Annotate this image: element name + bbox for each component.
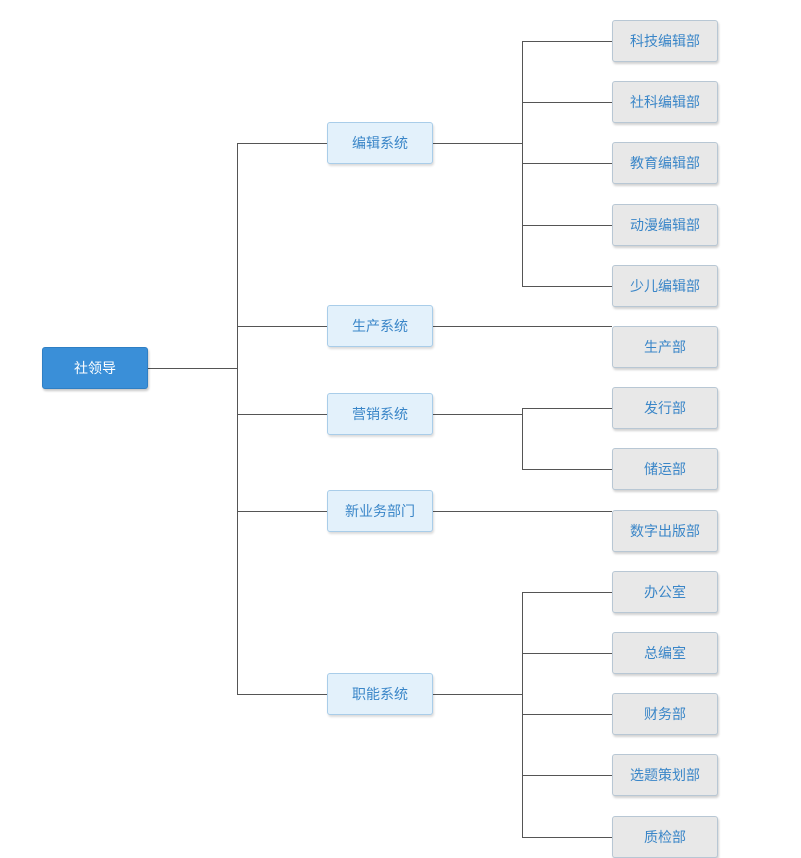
root-node: 社领导 xyxy=(42,347,148,389)
system-node: 编辑系统 xyxy=(327,122,433,164)
department-node: 选题策划部 xyxy=(612,754,718,796)
department-node: 社科编辑部 xyxy=(612,81,718,123)
department-node: 动漫编辑部 xyxy=(612,204,718,246)
department-node: 质检部 xyxy=(612,816,718,858)
department-node: 科技编辑部 xyxy=(612,20,718,62)
system-node: 职能系统 xyxy=(327,673,433,715)
department-node: 办公室 xyxy=(612,571,718,613)
department-node: 教育编辑部 xyxy=(612,142,718,184)
department-node: 总编室 xyxy=(612,632,718,674)
department-node: 储运部 xyxy=(612,448,718,490)
department-node: 财务部 xyxy=(612,693,718,735)
system-node: 营销系统 xyxy=(327,393,433,435)
department-node: 发行部 xyxy=(612,387,718,429)
system-node: 新业务部门 xyxy=(327,490,433,532)
department-node: 少儿编辑部 xyxy=(612,265,718,307)
department-node: 生产部 xyxy=(612,326,718,368)
department-node: 数字出版部 xyxy=(612,510,718,552)
system-node: 生产系统 xyxy=(327,305,433,347)
